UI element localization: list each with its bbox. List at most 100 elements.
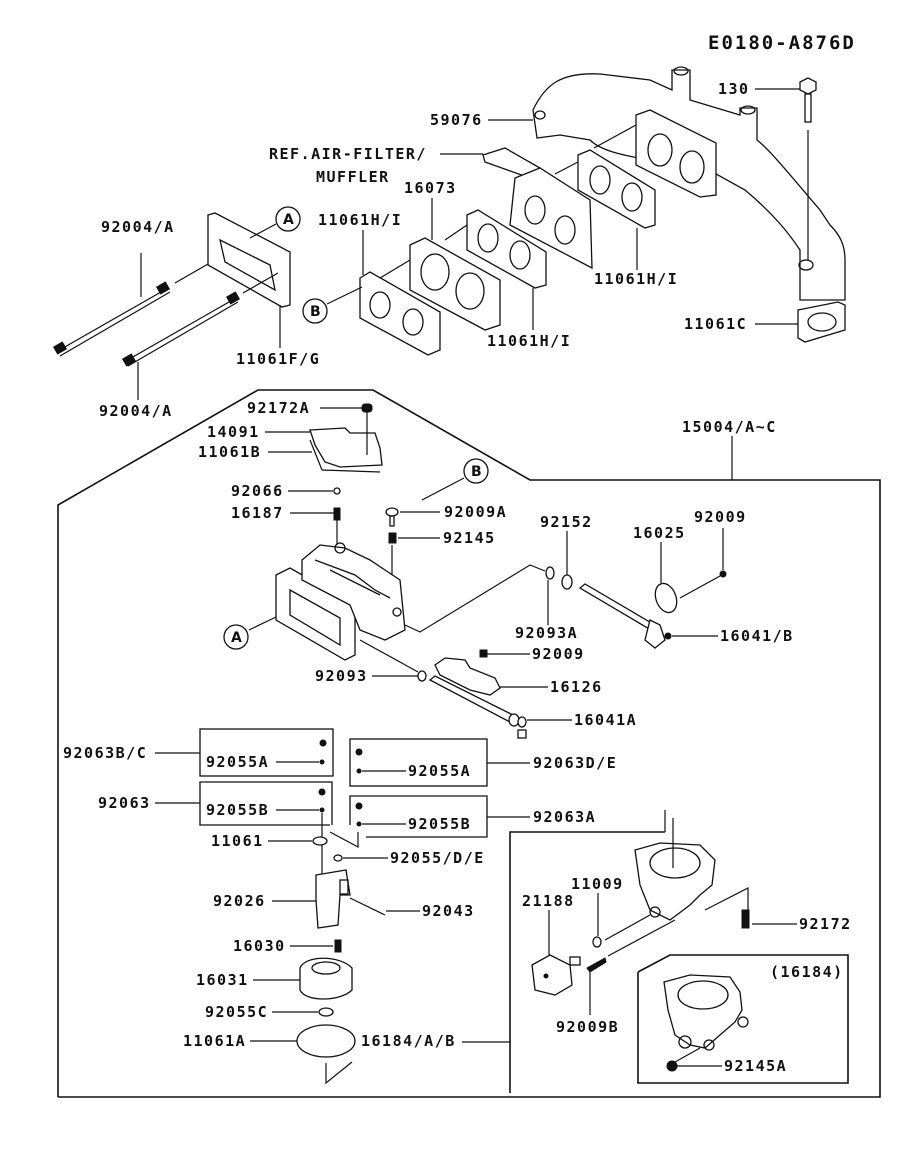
gasket-11061fg: [207, 212, 291, 308]
ref-note-line2: MUFFLER: [316, 168, 390, 186]
float-bowl-inset-frame: [637, 954, 849, 1084]
part-label-14091: 14091: [207, 423, 260, 441]
part-label-92152: 92152: [540, 513, 593, 531]
part-label-16031: 16031: [196, 971, 249, 989]
part-label-11061b: 11061B: [198, 443, 261, 461]
part-label-92063de: 92063D/E: [533, 754, 617, 772]
callout-b-main-label: B: [471, 464, 482, 480]
solenoid-21188: [531, 954, 581, 996]
part-label-16041b: 16041/B: [720, 627, 794, 645]
part-label-92145a: 92145A: [724, 1057, 787, 1075]
part-label-92026: 92026: [213, 892, 266, 910]
subassembly-label-16184: (16184): [770, 963, 844, 981]
callout-b-main: [463, 458, 489, 484]
part-label-92009-throttle: 92009: [532, 645, 585, 663]
spacer-16073: [409, 237, 501, 331]
cover-14091: [309, 427, 383, 473]
jet-16030: [334, 939, 342, 953]
part-label-92004a-upper: 92004/A: [101, 218, 175, 236]
callout-b-top: [302, 298, 328, 324]
jet-box-92063a: [349, 795, 488, 838]
callout-a-top: [275, 206, 301, 232]
float-bowl-variant: [663, 974, 749, 1051]
part-label-16187: 16187: [231, 504, 284, 522]
jet-box-92063: [199, 781, 333, 826]
part-label-92055a-right: 92055A: [408, 762, 471, 780]
part-label-11061: 11061: [211, 832, 264, 850]
part-label-92055a-left: 92055A: [206, 753, 269, 771]
part-label-92063bc: 92063B/C: [63, 744, 147, 762]
jet-16187: [333, 507, 341, 521]
float-16031: [299, 957, 353, 1000]
part-label-92172a: 92172A: [247, 399, 310, 417]
screw-92009-choke: [719, 570, 727, 578]
washer-92066: [333, 487, 341, 495]
float-bowl-frame: [509, 831, 665, 1093]
seal-92093a: [545, 566, 555, 580]
part-label-92055b-right: 92055B: [408, 815, 471, 833]
washer-11009: [592, 936, 602, 948]
bolt-130: [799, 77, 817, 260]
part-label-16126: 16126: [550, 678, 603, 696]
screw-92043: [349, 897, 386, 916]
part-label-92004a-lower: 92004/A: [99, 402, 173, 420]
choke-shaft-16041b: [578, 583, 672, 649]
part-label-16030: 16030: [233, 937, 286, 955]
part-label-92055b-left: 92055B: [206, 801, 269, 819]
part-label-16025: 16025: [633, 524, 686, 542]
part-label-11061a: 11061A: [183, 1032, 246, 1050]
gasket-11061c: [797, 301, 846, 343]
throttle-plate-16126: [434, 657, 501, 696]
screw-92009a: [385, 507, 399, 527]
part-label-16184ab: 16184/A/B: [361, 1032, 456, 1050]
part-label-16073: 16073: [404, 179, 457, 197]
part-label-92093a: 92093A: [515, 624, 578, 642]
part-label-92063: 92063: [98, 794, 151, 812]
part-label-11061hi-upper: 11061H/I: [594, 270, 678, 288]
part-label-130: 130: [718, 80, 750, 98]
part-label-92172: 92172: [799, 915, 852, 933]
part-label-11061c: 11061C: [684, 315, 747, 333]
diagram-id: E0180-A876D: [708, 32, 856, 54]
part-label-16041a: 16041A: [574, 711, 637, 729]
collar-92152: [561, 574, 573, 590]
gasket-11061hi-lower: [359, 271, 441, 356]
part-label-21188: 21188: [522, 892, 575, 910]
part-label-11061hi-lower: 11061H/I: [318, 211, 402, 229]
gasket-11061hi-middle: [466, 209, 547, 289]
callout-a-top-label: A: [283, 212, 294, 228]
screw-92009-throttle: [479, 649, 488, 658]
spring-92145: [388, 532, 397, 544]
seal-92093: [417, 670, 427, 682]
stud-92004a-upper: [52, 281, 171, 357]
part-label-92009-choke: 92009: [694, 508, 747, 526]
part-label-11061hi-middle: 11061H/I: [487, 332, 571, 350]
part-label-11009: 11009: [571, 875, 624, 893]
gasket-11061hi-upper: [577, 149, 656, 229]
oring-92055c: [318, 1007, 334, 1017]
part-label-15004: 15004/A~C: [682, 418, 777, 436]
part-label-92055de: 92055/D/E: [390, 849, 485, 867]
part-label-92066: 92066: [231, 482, 284, 500]
screw-92009b: [586, 957, 607, 973]
callout-a-main: [223, 624, 249, 650]
part-label-11061fg: 11061F/G: [236, 350, 320, 368]
screw-92172: [741, 909, 750, 929]
part-label-92145: 92145: [443, 529, 496, 547]
callout-b-top-label: B: [310, 304, 321, 320]
part-label-92009b: 92009B: [556, 1018, 619, 1036]
float-bowl-16184: [634, 842, 716, 921]
callout-a-main-label: A: [231, 630, 242, 646]
manifold-flange: [635, 109, 717, 198]
solenoid-92026: [315, 869, 351, 929]
oring-92055de: [333, 854, 343, 862]
choke-valve-16025: [654, 582, 678, 614]
carburetor-body: [275, 542, 406, 661]
stud-92004a-lower: [121, 291, 241, 367]
ref-note-line1: REF.AIR-FILTER/: [269, 145, 427, 163]
carburetor-assembly-frame: [57, 389, 881, 1098]
part-label-92093: 92093: [315, 667, 368, 685]
gasket-11061: [312, 836, 328, 846]
part-label-92043: 92043: [422, 902, 475, 920]
